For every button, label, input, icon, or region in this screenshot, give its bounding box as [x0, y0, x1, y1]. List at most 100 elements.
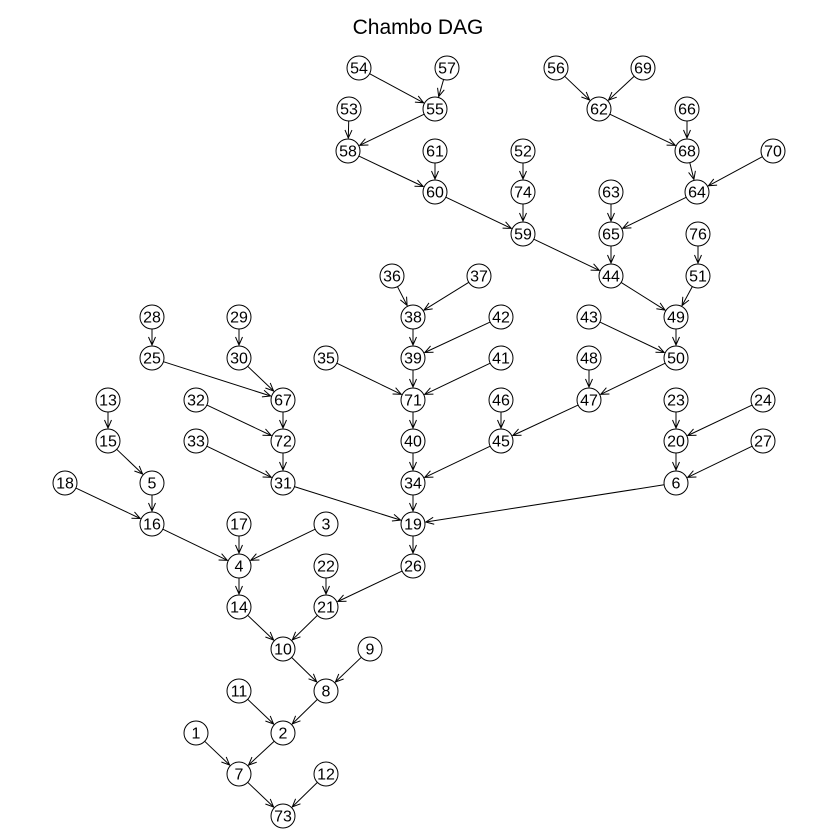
node-label: 38 [404, 310, 422, 327]
node-label: 76 [689, 227, 707, 244]
node-circle [226, 678, 252, 704]
node-7: 7 [226, 761, 252, 787]
edge-1-to-7 [204, 740, 230, 765]
edge-42-to-39 [425, 321, 491, 352]
node-label: 34 [404, 476, 422, 493]
node-circle [685, 221, 711, 247]
node-24: 24 [750, 387, 776, 413]
edge-26-to-21 [338, 570, 403, 601]
node-label: 4 [235, 559, 244, 576]
edge-62-to-68 [609, 113, 676, 145]
node-circle [313, 345, 339, 371]
node-circle [400, 470, 426, 496]
edge-56-to-62 [564, 75, 590, 100]
edge-51-to-49 [682, 286, 693, 306]
node-label: 20 [667, 434, 685, 451]
node-circle [270, 636, 296, 662]
edge-70-to-64 [708, 156, 763, 186]
node-2: 2 [270, 720, 296, 746]
node-28: 28 [139, 304, 165, 330]
node-20: 20 [663, 428, 689, 454]
node-70: 70 [760, 138, 786, 164]
node-33: 33 [183, 428, 209, 454]
node-label: 58 [339, 144, 357, 161]
node-label: 5 [148, 476, 157, 493]
node-10: 10 [270, 636, 296, 662]
node-35: 35 [313, 345, 339, 371]
edge-8-to-2 [292, 699, 318, 724]
node-label: 41 [492, 351, 510, 368]
node-66: 66 [674, 96, 700, 122]
edge-18-to-16 [75, 487, 140, 518]
node-73: 73 [270, 803, 296, 829]
node-circle [139, 345, 165, 371]
node-circle [488, 428, 514, 454]
node-43: 43 [576, 304, 602, 330]
node-circle [543, 55, 569, 81]
node-18: 18 [52, 470, 78, 496]
node-circle [313, 594, 339, 620]
node-label: 57 [438, 61, 456, 78]
node-circle [674, 96, 700, 122]
node-label: 65 [602, 227, 620, 244]
node-34: 34 [400, 470, 426, 496]
node-label: 73 [274, 809, 292, 826]
edge-27-to-6 [688, 445, 753, 477]
node-label: 61 [426, 144, 444, 161]
node-circle [313, 678, 339, 704]
node-label: 26 [404, 559, 422, 576]
node-32: 32 [183, 387, 209, 413]
node-25: 25 [139, 345, 165, 371]
node-label: 35 [317, 351, 335, 368]
node-69: 69 [630, 55, 656, 81]
node-circle [52, 470, 78, 496]
node-label: 23 [667, 393, 685, 410]
node-21: 21 [313, 594, 339, 620]
node-circle [684, 179, 710, 205]
edge-15-to-5 [116, 448, 143, 474]
diagram-title: Chambo DAG [353, 16, 484, 39]
node-label: 42 [492, 310, 510, 327]
node-17: 17 [226, 511, 252, 537]
node-53: 53 [336, 96, 362, 122]
node-label: 25 [143, 351, 161, 368]
node-label: 60 [426, 185, 444, 202]
node-1: 1 [183, 720, 209, 746]
node-label: 39 [404, 351, 422, 368]
node-label: 44 [602, 269, 620, 286]
node-label: 46 [492, 393, 510, 410]
node-circle [226, 553, 252, 579]
node-circle [760, 138, 786, 164]
node-15: 15 [95, 428, 121, 454]
node-circle [313, 511, 339, 537]
node-circle [400, 345, 426, 371]
node-circle [379, 263, 405, 289]
edges-layer [75, 73, 763, 807]
node-circle [95, 428, 121, 454]
node-circle [183, 387, 209, 413]
node-circle [400, 511, 426, 537]
edge-30-to-67 [247, 365, 274, 391]
node-circle [510, 221, 536, 247]
node-61: 61 [422, 138, 448, 164]
node-label: 18 [56, 476, 74, 493]
node-label: 40 [404, 434, 422, 451]
node-57: 57 [434, 55, 460, 81]
node-39: 39 [400, 345, 426, 371]
node-circle [270, 803, 296, 829]
node-circle [488, 304, 514, 330]
node-label: 3 [322, 517, 331, 534]
node-63: 63 [598, 179, 624, 205]
node-circle [336, 96, 362, 122]
node-60: 60 [422, 179, 448, 205]
edge-50-to-47 [601, 362, 666, 394]
node-circle [422, 138, 448, 164]
node-31: 31 [270, 470, 296, 496]
node-circle [576, 304, 602, 330]
edge-41-to-71 [425, 362, 491, 394]
node-label: 55 [426, 102, 444, 119]
edge-32-to-72 [206, 404, 271, 435]
node-13: 13 [95, 387, 121, 413]
node-label: 49 [667, 310, 685, 327]
